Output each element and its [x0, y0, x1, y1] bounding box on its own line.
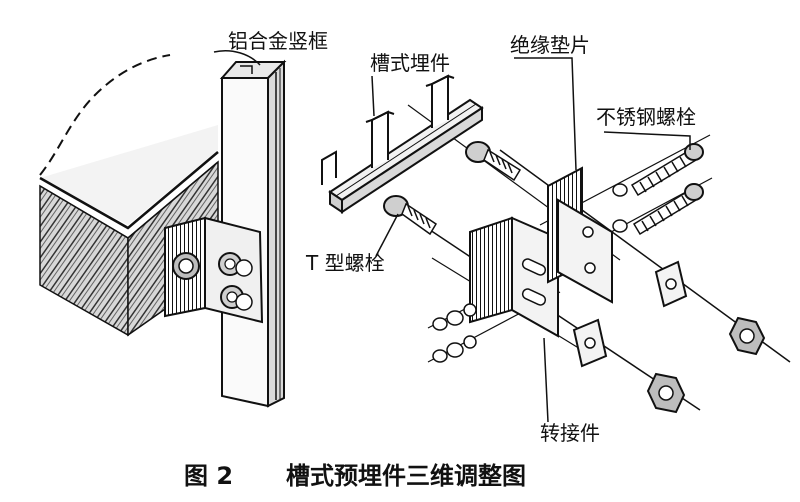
- t-bolt-upper: [465, 141, 522, 182]
- hex-nut-upper: [728, 316, 766, 356]
- channel-embedment: [321, 74, 484, 214]
- slab-top-face: [40, 125, 218, 225]
- label-channel-embedment: 槽式埋件: [370, 51, 450, 75]
- label-adapter: 转接件: [540, 421, 600, 445]
- stainless-bolt-lower: [612, 183, 704, 236]
- wall-break-line: [39, 54, 171, 176]
- square-washers: [572, 260, 688, 368]
- aluminium-mullion: [219, 59, 287, 408]
- leader-mullion: [213, 50, 261, 66]
- insulating-pad: [547, 166, 613, 304]
- leader-channel: [371, 75, 375, 117]
- t-bolt-lower: [383, 195, 438, 236]
- slab-edge: [39, 151, 219, 230]
- leader-adapter: [543, 337, 549, 423]
- label-mullion: 铝合金竖框: [228, 29, 328, 53]
- label-t-bolt: T 型螺栓: [305, 251, 385, 275]
- leader-t-bolt: [375, 213, 399, 257]
- left-bracket-bolts: [172, 252, 253, 311]
- label-insulating-pad: 绝缘垫片: [510, 33, 590, 57]
- adapter-piece: [469, 216, 559, 338]
- leader-stainless-bolt: [603, 131, 691, 150]
- washers-left: [432, 303, 477, 363]
- leader-insulating-pad: [514, 57, 577, 171]
- hex-nut-lower: [646, 372, 686, 414]
- figure-number: 图 2: [184, 462, 233, 490]
- label-stainless-bolt: 不锈钢螺栓: [596, 105, 696, 129]
- figure-caption: 槽式预埋件三维调整图: [286, 462, 526, 490]
